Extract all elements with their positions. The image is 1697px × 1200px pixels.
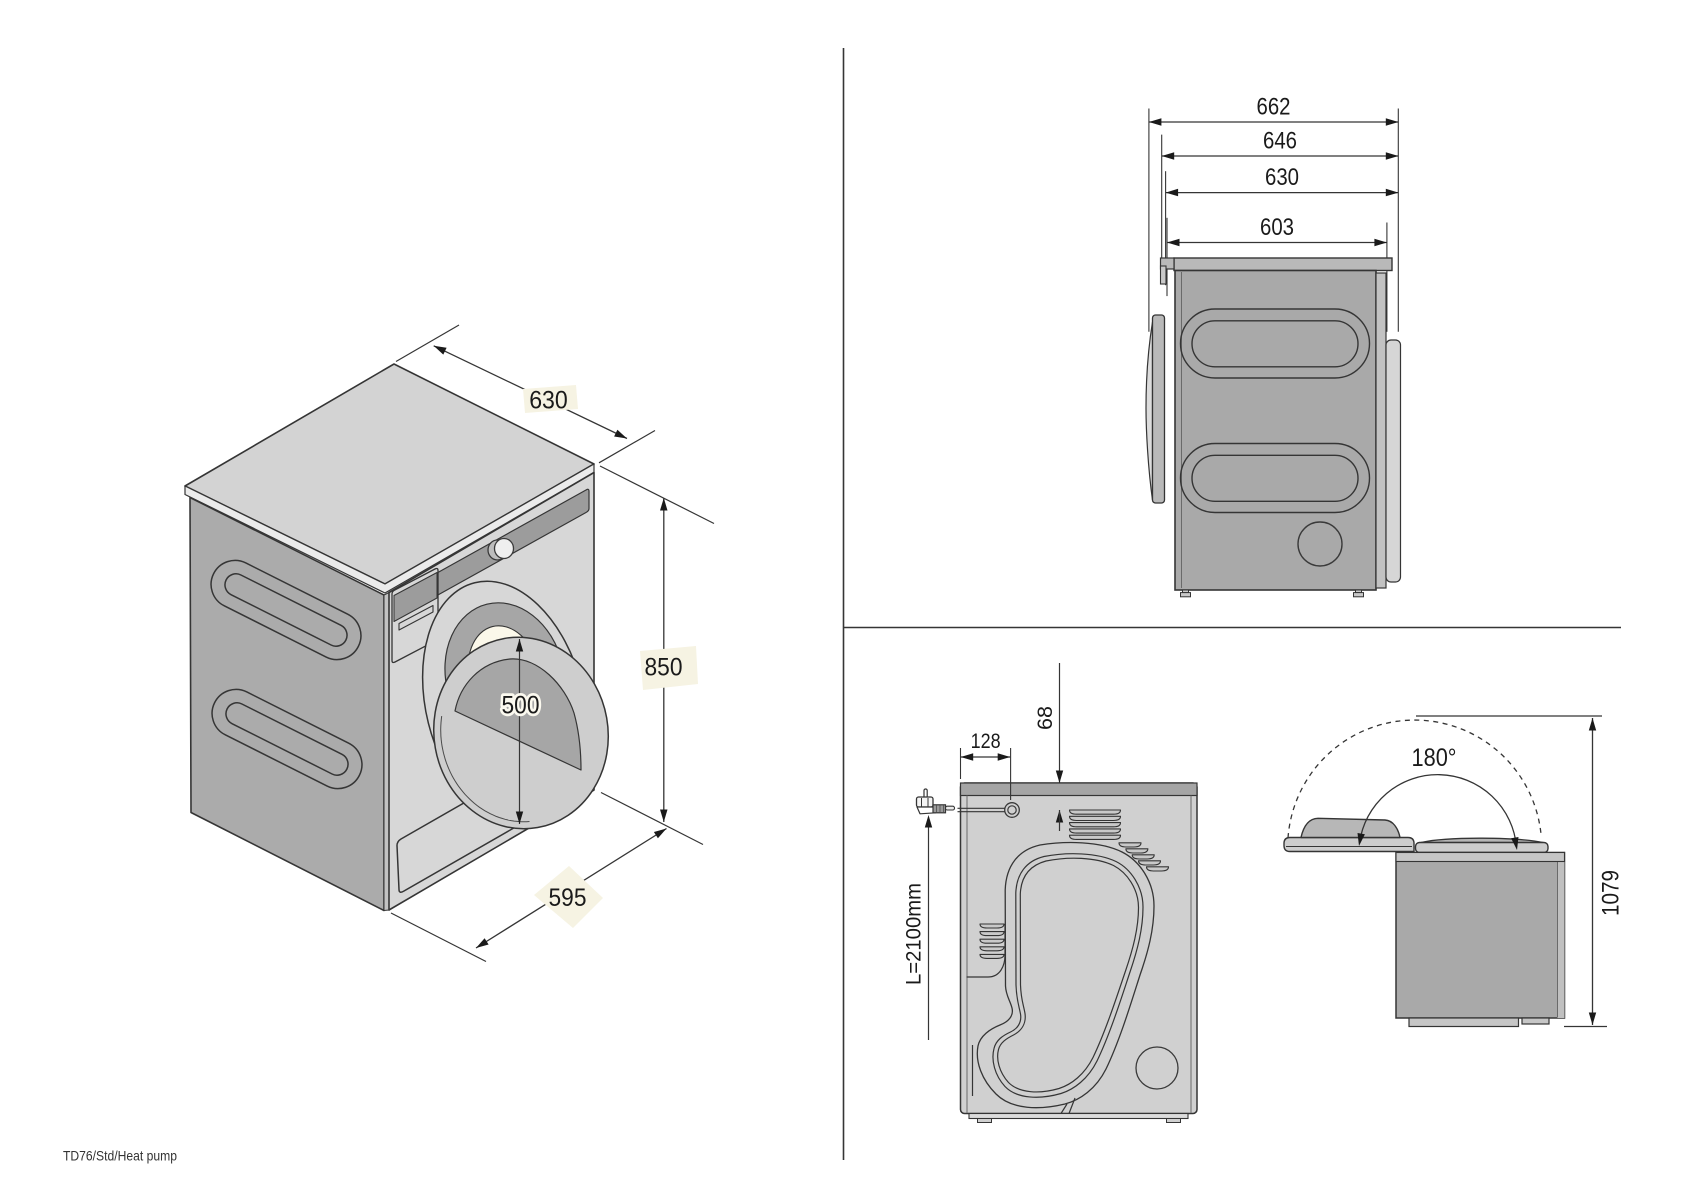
svg-text:180°: 180°	[1412, 744, 1457, 772]
svg-text:500: 500	[502, 692, 540, 720]
svg-text:L=2100mm: L=2100mm	[903, 883, 926, 985]
svg-text:603: 603	[1260, 214, 1294, 241]
svg-text:68: 68	[1034, 706, 1057, 730]
svg-text:850: 850	[645, 654, 683, 682]
svg-text:630: 630	[1265, 164, 1299, 191]
svg-text:646: 646	[1263, 128, 1297, 155]
svg-text:1079: 1079	[1598, 870, 1625, 916]
svg-text:128: 128	[971, 730, 1001, 753]
svg-text:TD76/Std/Heat pump: TD76/Std/Heat pump	[63, 1148, 177, 1164]
svg-text:595: 595	[549, 884, 587, 912]
svg-text:662: 662	[1257, 94, 1291, 121]
svg-text:630: 630	[529, 387, 568, 415]
